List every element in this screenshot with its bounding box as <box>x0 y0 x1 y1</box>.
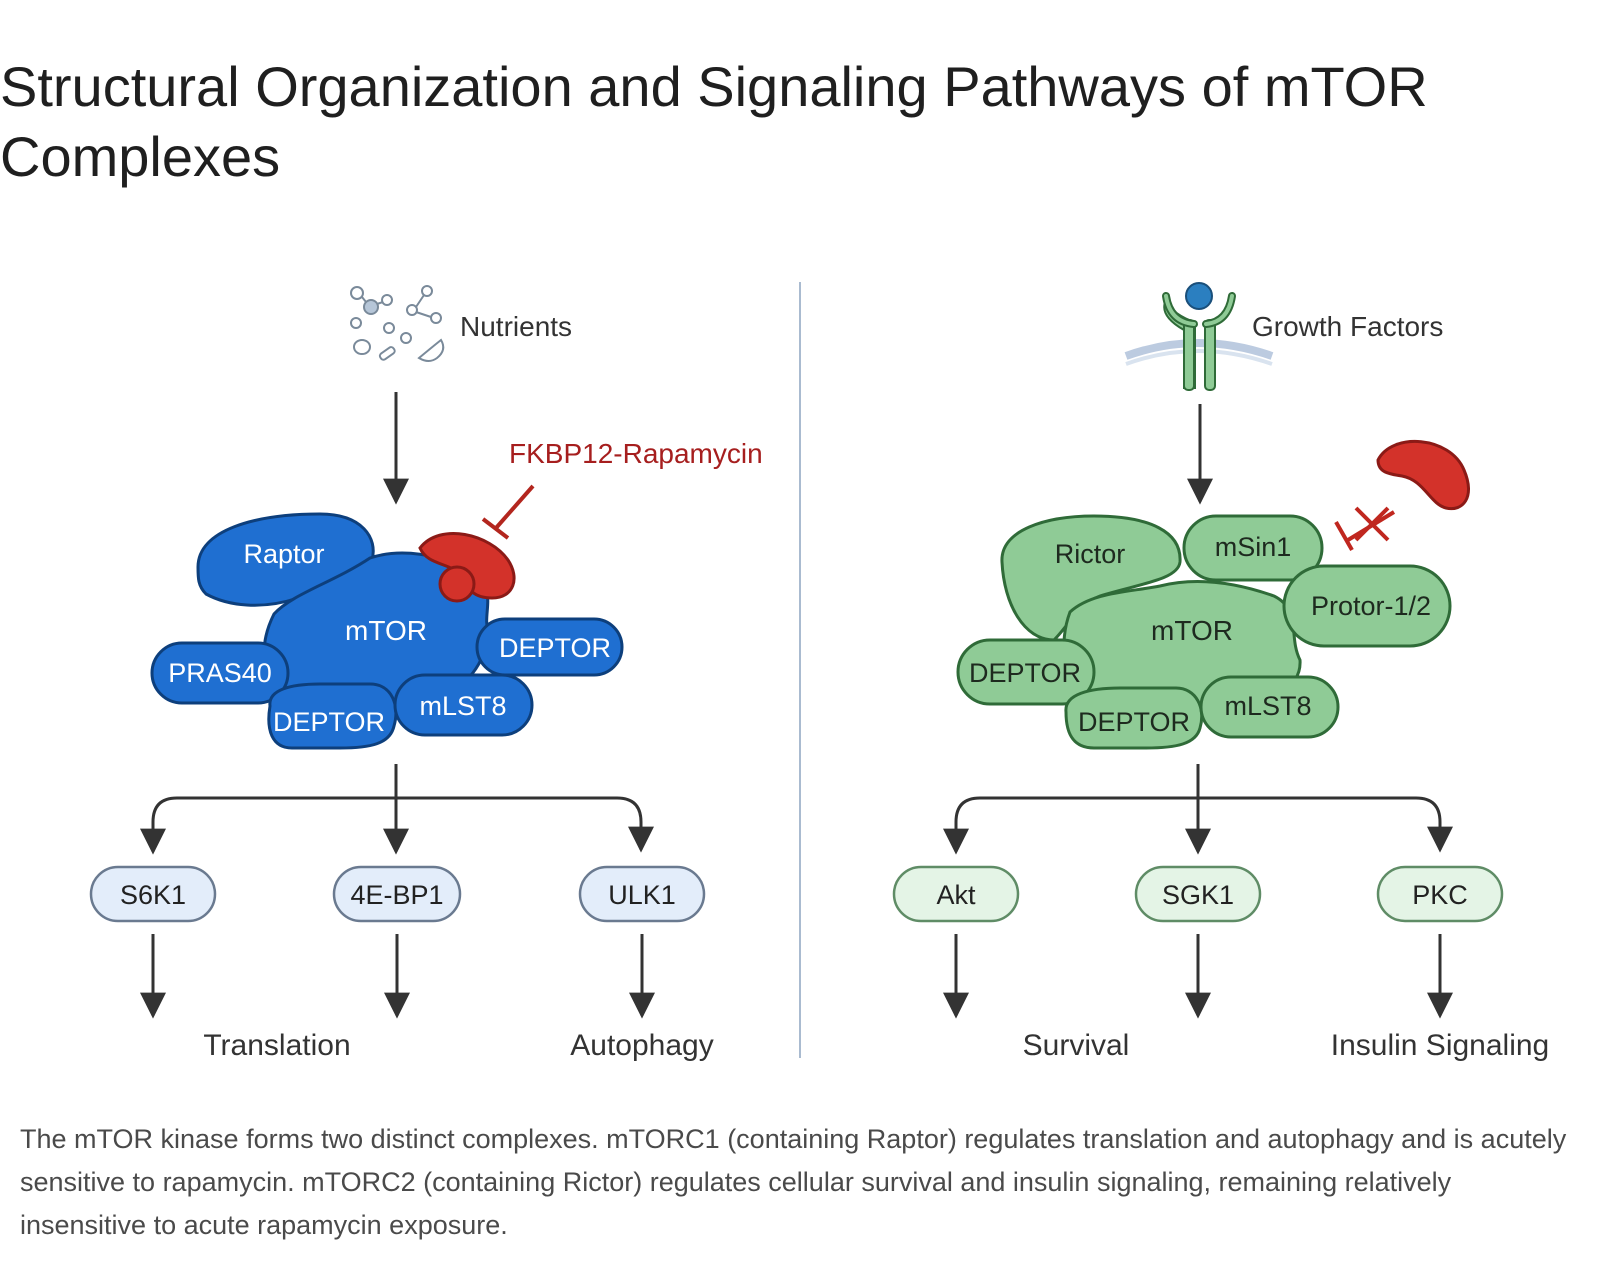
pras40-label: PRAS40 <box>168 658 272 688</box>
rictor-subunit <box>1000 514 1182 642</box>
mtorc2-complex: Rictor mSin1 mTOR Protor-1/2 DEPTOR DEPT… <box>956 514 1452 750</box>
4ebp1-node <box>332 865 462 923</box>
mtorc2-target-arrows <box>943 934 1453 1019</box>
blocked-inhibition-mark <box>1334 506 1396 551</box>
deptor-subunit-c2-bottom <box>1064 686 1204 750</box>
page-title: Structural Organization and Signaling Pa… <box>0 55 1428 188</box>
mtorc2-targets: Akt SGK1 PKC <box>892 865 1504 923</box>
ulk1-node <box>578 865 706 923</box>
rapamycin-molecule-icon <box>438 565 476 603</box>
s6k1-node <box>89 865 217 923</box>
mtorc1-target-arrows <box>140 934 655 1019</box>
mtorc1-branch-arrows <box>140 764 654 855</box>
pkc-label: PKC <box>1412 880 1468 910</box>
sgk1-label: SGK1 <box>1162 880 1234 910</box>
raptor-label: Raptor <box>243 539 324 569</box>
mlst8-label-c2: mLST8 <box>1224 691 1311 721</box>
mlst8-label-c1: mLST8 <box>419 691 506 721</box>
mtorc2-branch-arrows <box>943 764 1453 855</box>
mtorc1-input-label: Nutrients <box>460 311 572 342</box>
fkbp12-rapamycin-unbound-icon <box>1376 440 1470 511</box>
protor-subunit <box>1282 564 1452 648</box>
4ebp1-label: 4E-BP1 <box>350 880 443 910</box>
s6k1-label: S6K1 <box>120 880 186 910</box>
msin1-subunit <box>1182 514 1324 582</box>
autophagy-label: Autophagy <box>570 1029 713 1062</box>
rapamycin-label: FKBP12-Rapamycin <box>509 438 763 469</box>
deptor-label-c1-bottom: DEPTOR <box>273 707 385 737</box>
mtor-label-c2: mTOR <box>1151 615 1233 646</box>
growth-factor-receptor-icon <box>1124 282 1274 391</box>
akt-node <box>892 865 1020 923</box>
protor-label: Protor-1/2 <box>1311 591 1431 621</box>
rapamycin-inhibition-mark <box>481 484 535 540</box>
sgk1-node <box>1134 865 1262 923</box>
mtorc1-targets: S6K1 4E-BP1 ULK1 <box>89 865 706 923</box>
mtorc2-input-label: Growth Factors <box>1252 311 1443 342</box>
pkc-node <box>1376 865 1504 923</box>
deptor-subunit-c2-left <box>956 638 1096 706</box>
ulk1-label: ULK1 <box>608 880 676 910</box>
deptor-label-c2-bottom: DEPTOR <box>1078 707 1190 737</box>
msin1-label: mSin1 <box>1215 532 1292 562</box>
rictor-label: Rictor <box>1055 539 1126 569</box>
deptor-label-c1-right: DEPTOR <box>499 633 611 663</box>
figure-caption: The mTOR kinase forms two distinct compl… <box>20 1124 1567 1240</box>
mtor-diagram: Nutrients FKBP12-Rapamycin Raptor mTOR D… <box>89 282 1549 1062</box>
deptor-label-c2-left: DEPTOR <box>969 658 1081 688</box>
translation-label: Translation <box>203 1029 350 1062</box>
mtorc1-complex: Raptor mTOR DEPTOR PRAS40 DEPTOR mLST8 <box>150 512 624 750</box>
insulin-signaling-label: Insulin Signaling <box>1331 1029 1549 1062</box>
pras40-subunit <box>150 641 290 705</box>
deptor-subunit-c1-bottom <box>267 682 398 750</box>
survival-label: Survival <box>1023 1029 1130 1062</box>
mlst8-subunit-c1 <box>393 673 534 737</box>
mlst8-subunit-c2 <box>1199 675 1340 739</box>
mtor-label-c1: mTOR <box>345 615 427 646</box>
akt-label: Akt <box>936 880 976 910</box>
deptor-subunit-c1-right <box>475 617 624 677</box>
nutrients-icon <box>350 285 445 362</box>
